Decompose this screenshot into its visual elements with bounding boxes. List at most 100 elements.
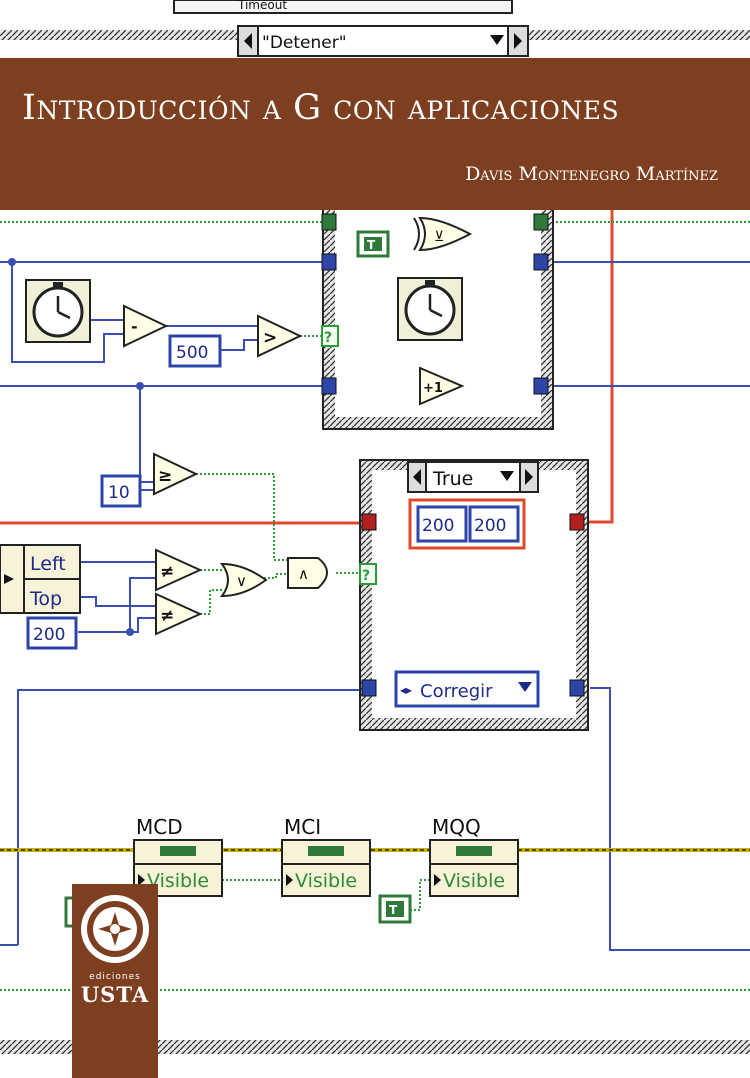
question-icon: ? bbox=[324, 330, 332, 346]
property-arrow-icon bbox=[138, 874, 145, 886]
increment-node[interactable]: +1 bbox=[419, 366, 465, 406]
true-constant-bottom-label: T bbox=[389, 903, 398, 917]
title-banner bbox=[0, 58, 750, 210]
right-arrow-icon bbox=[525, 469, 533, 485]
green-wire-ne2 bbox=[200, 589, 224, 615]
node-mqq[interactable]: MQQ Visible bbox=[429, 815, 519, 897]
blue-wire-200b bbox=[130, 617, 156, 633]
constant-500-frame bbox=[168, 334, 222, 368]
increment-label: +1 bbox=[423, 381, 443, 396]
node-mci-property-label: Visible bbox=[295, 870, 357, 892]
blue-wire-bottom-left bbox=[17, 689, 362, 945]
left-arrow-icon bbox=[413, 469, 421, 485]
shift-register-green-left bbox=[321, 213, 337, 231]
node-mci-refnum-icon bbox=[308, 846, 344, 856]
tick-count-timer-outer[interactable] bbox=[25, 279, 91, 343]
wire-junction bbox=[8, 258, 16, 266]
constant-10-value: 10 bbox=[108, 483, 130, 503]
property-arrow-icon bbox=[4, 574, 14, 584]
node-mci[interactable]: MCI Visible bbox=[281, 815, 371, 897]
position-property-node[interactable]: Left Top bbox=[0, 544, 81, 614]
true-constant-bottom[interactable]: T bbox=[378, 894, 412, 924]
property-node-ref bbox=[0, 544, 25, 614]
publisher-logo: ediciones USTA bbox=[72, 884, 158, 1078]
tick-count-timer-inner[interactable] bbox=[397, 277, 463, 341]
not-equal-node-2[interactable]: ≠ bbox=[155, 592, 203, 636]
greater-equal-label: ≥ bbox=[158, 466, 172, 486]
constant-500-value: 500 bbox=[176, 343, 208, 363]
tunnel-blue-case-right bbox=[569, 679, 585, 697]
stopwatch-hands bbox=[56, 296, 71, 320]
green-wire-ge bbox=[196, 473, 290, 561]
seal-center bbox=[110, 924, 120, 934]
increment-triangle bbox=[419, 366, 465, 406]
cluster-element-2[interactable] bbox=[468, 505, 520, 543]
right-arrow-icon bbox=[514, 33, 522, 49]
case-selector-true[interactable]: True bbox=[407, 461, 539, 493]
wire-junction bbox=[136, 382, 144, 390]
greater-equal-triangle bbox=[153, 452, 199, 496]
constant-10[interactable]: 10 bbox=[100, 474, 142, 508]
node-mqq-refnum-icon bbox=[456, 846, 492, 856]
node-mci-property[interactable] bbox=[281, 863, 371, 897]
chevron-down-icon bbox=[518, 682, 532, 692]
constant-200[interactable]: 200 bbox=[26, 616, 78, 650]
tunnel-blue-top-left bbox=[321, 253, 337, 271]
cluster-element-1[interactable] bbox=[416, 505, 468, 543]
tunnel-blue-case-left bbox=[361, 679, 377, 697]
constant-500[interactable]: 500 bbox=[168, 334, 222, 368]
property-arrow-icon bbox=[286, 874, 293, 886]
not-equal-label-1: ≠ bbox=[160, 562, 174, 582]
cluster-constant[interactable]: 200 200 bbox=[408, 498, 526, 550]
and-gate-body bbox=[287, 557, 328, 589]
node-mcd-property-label: Visible bbox=[147, 870, 209, 892]
xor-gate-curve bbox=[413, 217, 420, 251]
detener-selector-label: "Detener" bbox=[262, 33, 347, 53]
or-gate-body bbox=[220, 562, 268, 598]
property-top-cell[interactable] bbox=[23, 578, 81, 614]
node-mqq-property[interactable] bbox=[429, 863, 519, 897]
node-mcd-refnum-icon bbox=[160, 846, 196, 856]
stopwatch-crown bbox=[425, 280, 435, 286]
subtract-label: - bbox=[131, 317, 138, 336]
true-constant-bottom-fill bbox=[386, 901, 404, 917]
bottom-hatch-border bbox=[0, 1040, 750, 1054]
tunnel-blue-iter-left bbox=[321, 377, 337, 395]
detener-case-selector[interactable]: "Detener" bbox=[237, 25, 529, 57]
xor-gate[interactable]: ⊻ bbox=[413, 216, 473, 252]
greater-node[interactable]: > bbox=[257, 314, 303, 358]
blue-wire-500 bbox=[220, 339, 258, 351]
and-gate[interactable]: ∧ bbox=[287, 557, 328, 589]
blue-wire-left-prop bbox=[80, 561, 157, 568]
book-author: Davis Montenegro Martínez bbox=[465, 163, 718, 185]
property-left-cell[interactable] bbox=[23, 544, 81, 580]
corregir-enum-frame bbox=[394, 670, 540, 708]
greater-equal-node[interactable]: ≥ bbox=[153, 452, 199, 496]
subtract-node[interactable]: - bbox=[123, 304, 169, 348]
or-gate-symbol: ∨ bbox=[236, 572, 247, 590]
blue-wire-top-prop bbox=[80, 596, 156, 607]
corregir-label: Corregir bbox=[420, 681, 493, 702]
tunnel-red-right bbox=[569, 513, 585, 531]
constant-200-frame bbox=[26, 616, 78, 650]
corregir-enum[interactable]: ◂▸ Corregir bbox=[394, 670, 540, 708]
xor-gate-symbol: ⊻ bbox=[434, 229, 444, 245]
question-icon: ? bbox=[362, 568, 370, 584]
top-strip: Timeout "Detener" bbox=[0, 0, 750, 58]
blue-wire-200a bbox=[78, 577, 156, 633]
case-selector-terminal[interactable] bbox=[359, 563, 377, 585]
node-mcd-label: MCD bbox=[136, 815, 183, 839]
book-title: Introducción a G con aplicaciones bbox=[22, 88, 620, 128]
tunnel-blue-iter-right bbox=[533, 377, 549, 395]
timeout-selector[interactable] bbox=[173, 0, 513, 14]
chevron-down-icon bbox=[500, 471, 514, 481]
not-equal-node-1[interactable]: ≠ bbox=[155, 548, 203, 592]
not-equal-triangle-2 bbox=[155, 592, 203, 636]
and-gate-symbol: ∧ bbox=[298, 565, 309, 583]
true-constant-top-fill bbox=[364, 237, 382, 251]
or-gate[interactable]: ∨ bbox=[220, 562, 268, 598]
seal-icon bbox=[81, 895, 149, 963]
true-constant-top[interactable]: T bbox=[356, 230, 390, 258]
loop-condition-terminal[interactable] bbox=[321, 325, 339, 347]
constant-10-frame bbox=[100, 474, 142, 508]
